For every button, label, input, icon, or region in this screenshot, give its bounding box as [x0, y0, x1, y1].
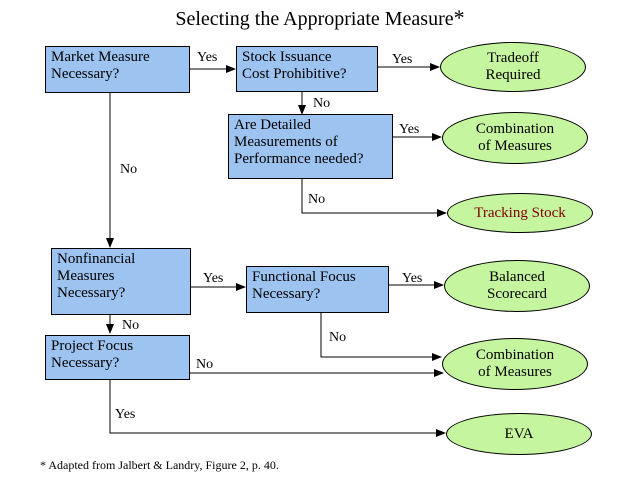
footnote: * Adapted from Jalbert & Landry, Figure … [40, 458, 279, 472]
label-no-nonfinancial-project: No [122, 318, 140, 333]
oval-combination-1: Combination of Measures [442, 112, 588, 164]
oval-balanced-scorecard: Balanced Scorecard [444, 260, 590, 312]
label-yes-market-stock: Yes [197, 50, 218, 65]
title-asterisk: * [453, 5, 465, 30]
label-yes-nonfinancial-functional: Yes [203, 271, 224, 286]
box-stock-issuance: Stock Issuance Cost Prohibitive? [236, 46, 378, 92]
label-yes-functional-balanced: Yes [402, 271, 423, 286]
oval-tradeoff: Tradeoff Required [440, 42, 586, 92]
connector-project-to-eva [109, 380, 446, 437]
label-no-market-nonfinancial: No [120, 162, 138, 177]
label-yes-project-eva: Yes [115, 407, 136, 422]
oval-eva: EVA [446, 413, 592, 455]
diagram-title: Selecting the Appropriate Measure* [175, 5, 465, 31]
box-market-measure: Market Measure Necessary? [45, 46, 190, 93]
box-project-focus: Project Focus Necessary? [45, 335, 190, 380]
box-nonfinancial: Nonfinancial Measures Necessary? [51, 248, 191, 315]
oval-tracking-stock: Tracking Stock [447, 193, 593, 233]
label-yes-stock-tradeoff: Yes [392, 52, 413, 67]
connector-functional-to-combination [320, 313, 442, 361]
label-yes-detailed-combination: Yes [399, 122, 420, 137]
oval-combination-2: Combination of Measures [442, 338, 588, 390]
label-no-detailed-tracking: No [308, 192, 326, 207]
connector-detailed-to-tracking [301, 179, 447, 217]
label-no-functional-combination: No [329, 330, 347, 345]
box-detailed-measurements: Are Detailed Measurements of Performance… [228, 114, 393, 179]
box-functional-focus: Functional Focus Necessary? [246, 266, 389, 313]
label-no-stock-detailed: No [313, 96, 331, 111]
label-no-project-combination: No [196, 357, 214, 372]
